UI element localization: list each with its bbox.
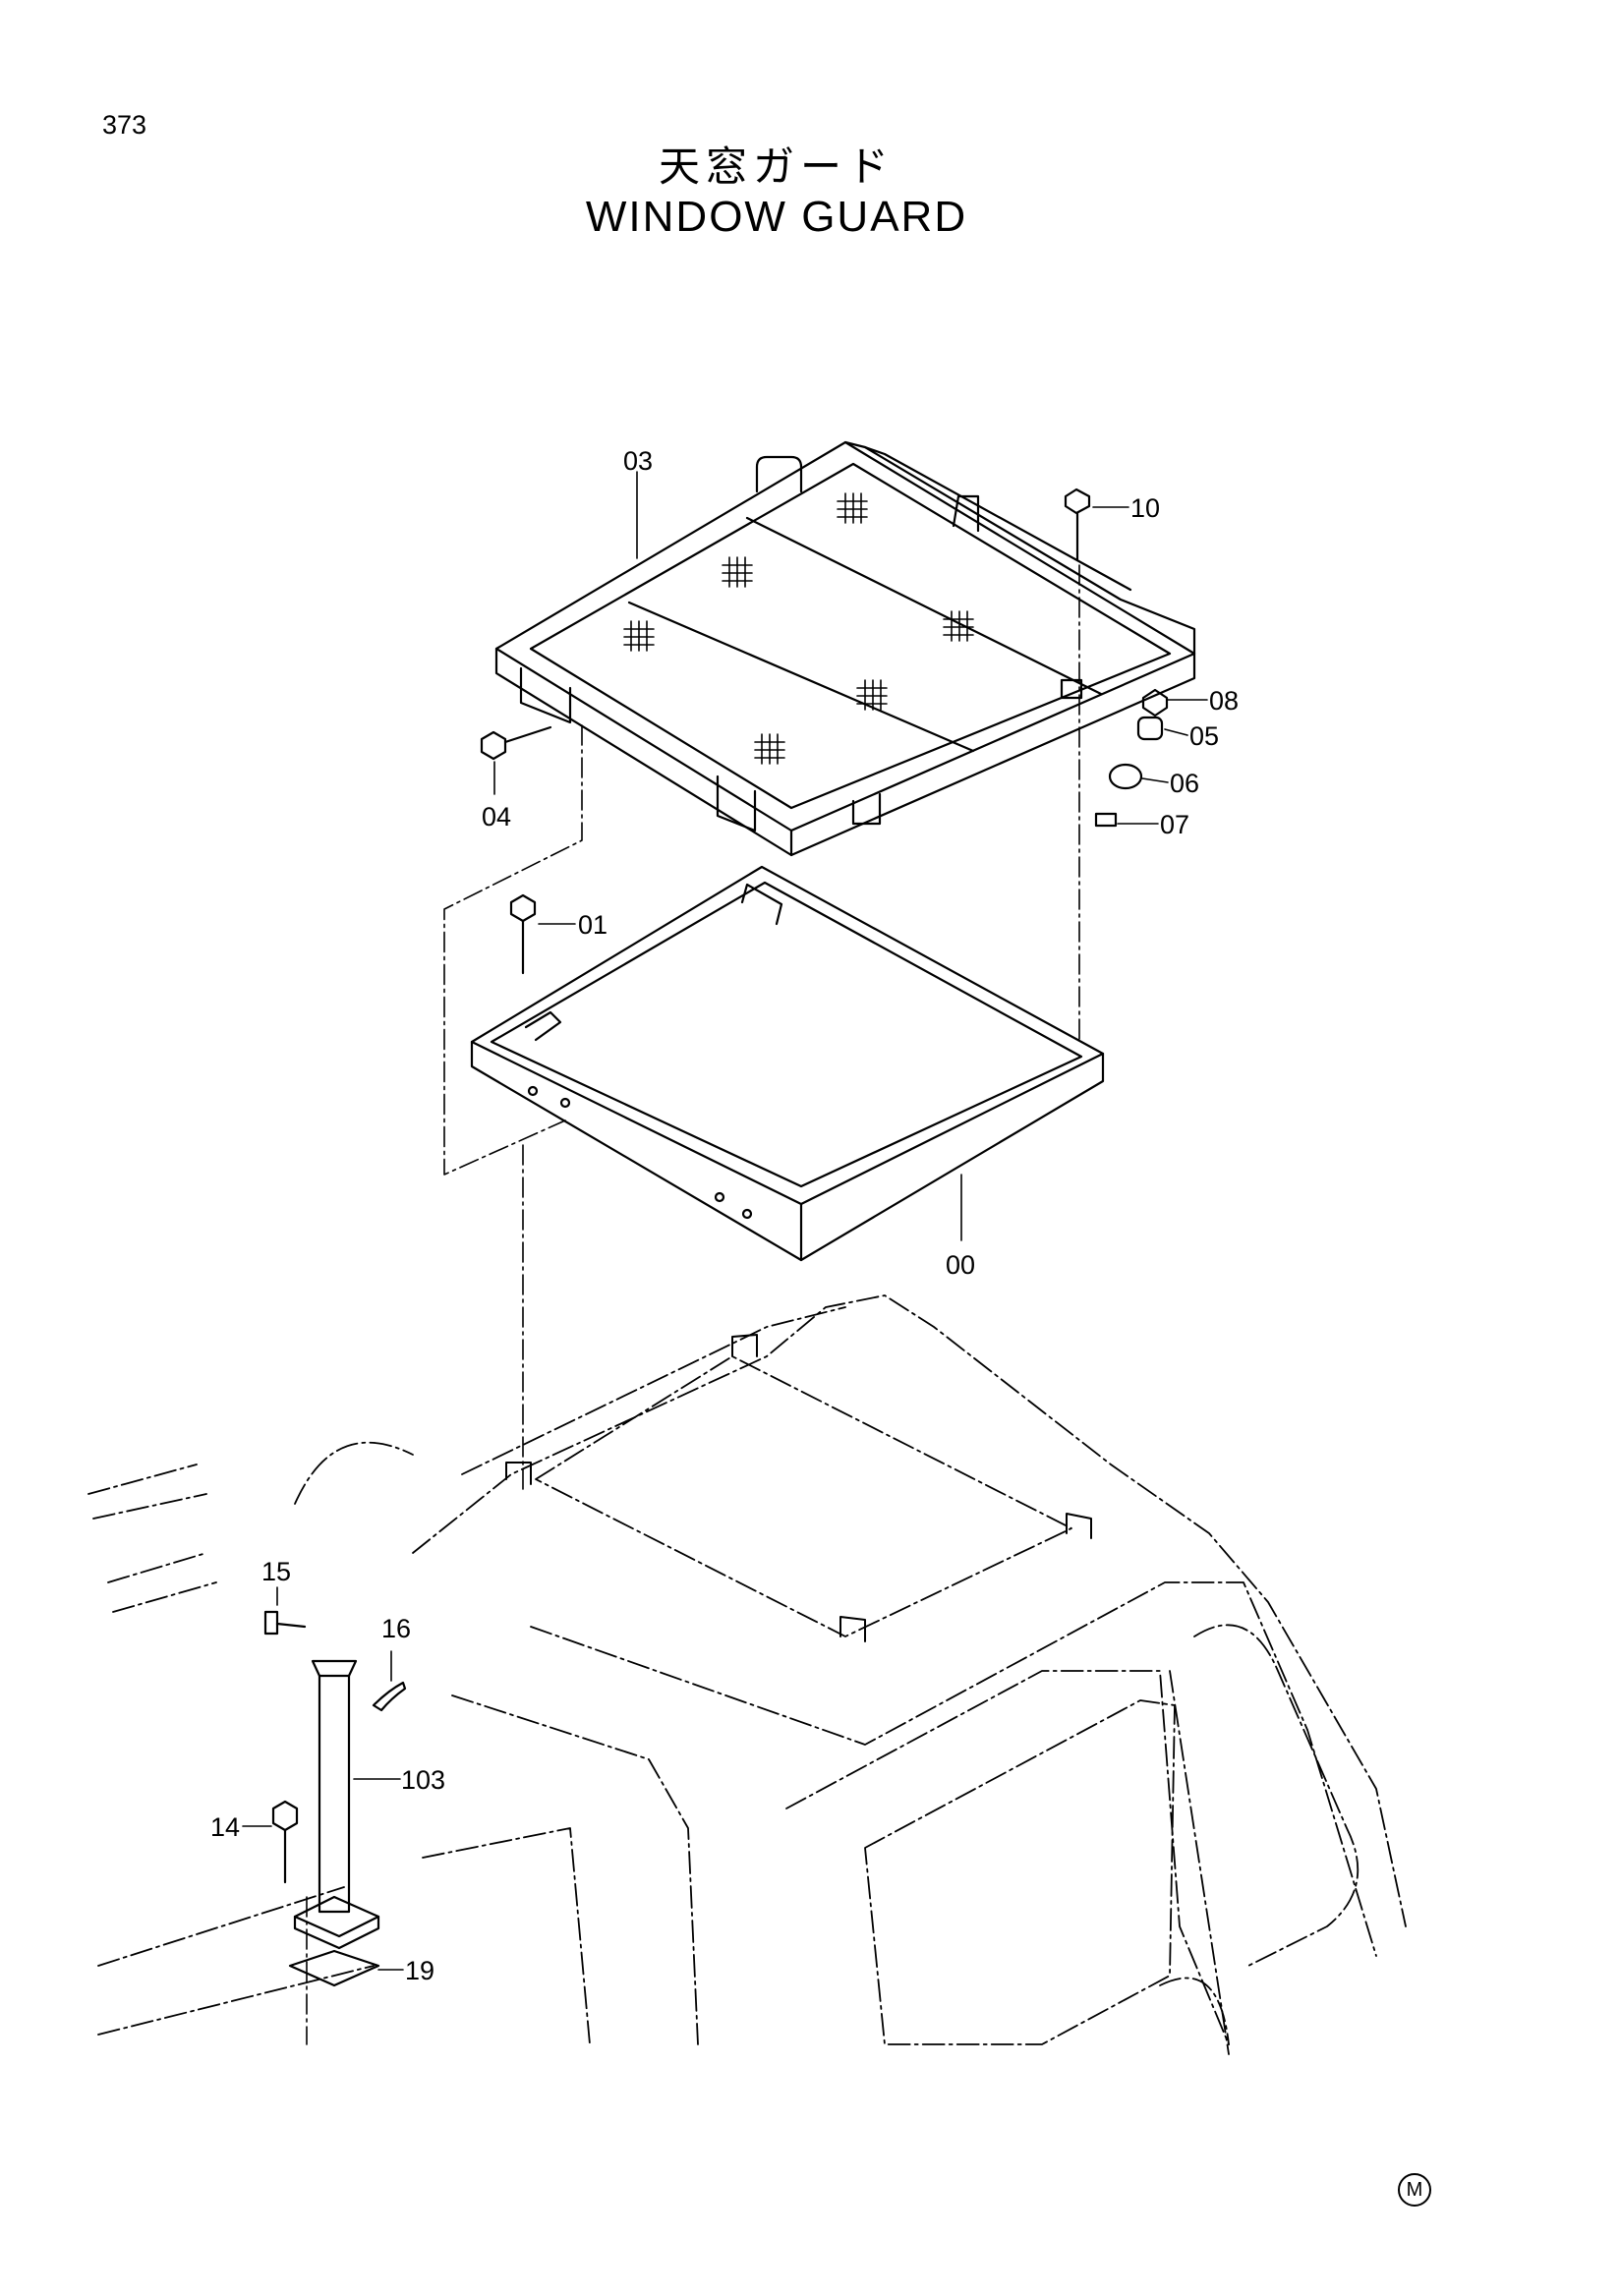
- title-japanese: 天窓ガード: [658, 143, 895, 191]
- label-06: 06: [1170, 769, 1199, 798]
- nut-08-washer-05-06-bolt-07: [1094, 688, 1169, 828]
- part-leaders: [242, 471, 1208, 1971]
- mesh-patches: [623, 492, 974, 765]
- bolt-04: [480, 725, 552, 761]
- label-14: 14: [210, 1812, 240, 1842]
- label-10: 10: [1130, 493, 1160, 523]
- bolt-15: [263, 1610, 307, 1636]
- cab-brackets: [505, 1334, 1092, 1642]
- page-number: 373: [102, 110, 147, 140]
- label-04: 04: [482, 802, 511, 832]
- cab-outline: [87, 1294, 1407, 2055]
- label-103: 103: [401, 1765, 445, 1795]
- leader-lines: [306, 564, 1080, 2045]
- label-15: 15: [261, 1557, 291, 1586]
- bolt-10: [1064, 488, 1091, 562]
- title-english: WINDOW GUARD: [585, 193, 968, 241]
- label-08: 08: [1209, 686, 1239, 716]
- guard-frame: [470, 865, 1105, 1262]
- label-07: 07: [1160, 810, 1189, 839]
- label-01: 01: [578, 910, 608, 940]
- bolt-14: [271, 1800, 299, 1884]
- guard-panel: [494, 440, 1196, 857]
- label-19: 19: [405, 1956, 434, 1985]
- label-00: 00: [946, 1250, 975, 1280]
- label-16: 16: [381, 1614, 411, 1643]
- manufacturer-mark: M: [1398, 2173, 1431, 2207]
- post-103: [293, 1659, 380, 1950]
- label-03: 03: [623, 446, 653, 476]
- pin-16: [372, 1681, 407, 1712]
- label-05: 05: [1189, 721, 1219, 751]
- bolt-01: [509, 893, 537, 975]
- plate-19: [288, 1949, 380, 1987]
